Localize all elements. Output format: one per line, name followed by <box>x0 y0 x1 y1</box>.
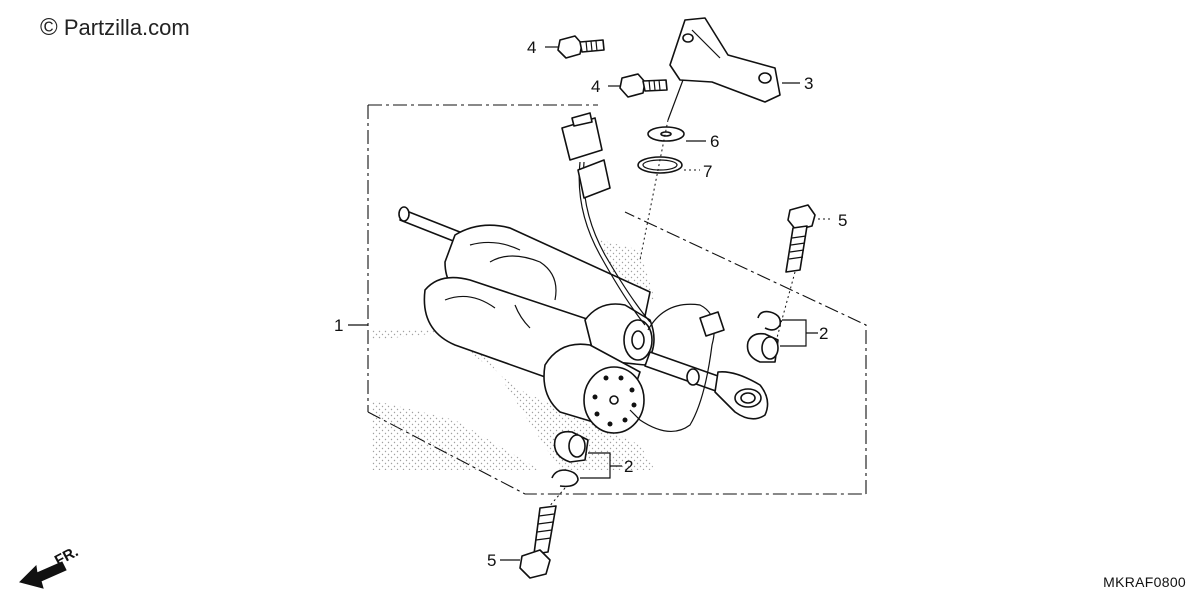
front-direction-indicator: FR. <box>19 543 81 589</box>
callout-1: 1 <box>334 316 343 335</box>
part-6-washer-hole <box>660 131 672 137</box>
part-5-bolt-upper <box>774 204 816 346</box>
copyright-symbol: © <box>40 14 58 41</box>
axis-line-upper <box>639 119 669 261</box>
diagram-code: MKRAF0800 <box>1103 574 1186 590</box>
wire-harness <box>561 112 725 432</box>
callout-2-upper: 2 <box>819 324 828 343</box>
watermark-text: Partzilla.com <box>63 15 190 40</box>
callout-3: 3 <box>804 74 813 93</box>
part-4-bolt-upper <box>557 35 605 59</box>
copyright-watermark: © Partzilla.com <box>40 14 190 42</box>
callout-5-upper: 5 <box>838 211 847 230</box>
callout-4-upper: 4 <box>527 38 536 57</box>
part-2-upper <box>746 310 782 363</box>
part-4-bolt-lower <box>619 73 668 98</box>
part-3-bracket <box>667 17 781 121</box>
callout-5-lower: 5 <box>487 551 496 570</box>
callout-7: 7 <box>703 162 712 181</box>
callout-4-lower: 4 <box>591 77 600 96</box>
callout-6: 6 <box>710 132 719 151</box>
part-5-bolt-lower <box>519 505 557 579</box>
arrow-icon <box>19 561 67 589</box>
shading <box>372 240 655 470</box>
callout-2-lower: 2 <box>624 457 633 476</box>
part-2-lower <box>547 430 589 509</box>
leader-lines <box>348 46 832 561</box>
reservoir-holes <box>592 375 637 427</box>
steering-damper-body <box>398 206 769 434</box>
